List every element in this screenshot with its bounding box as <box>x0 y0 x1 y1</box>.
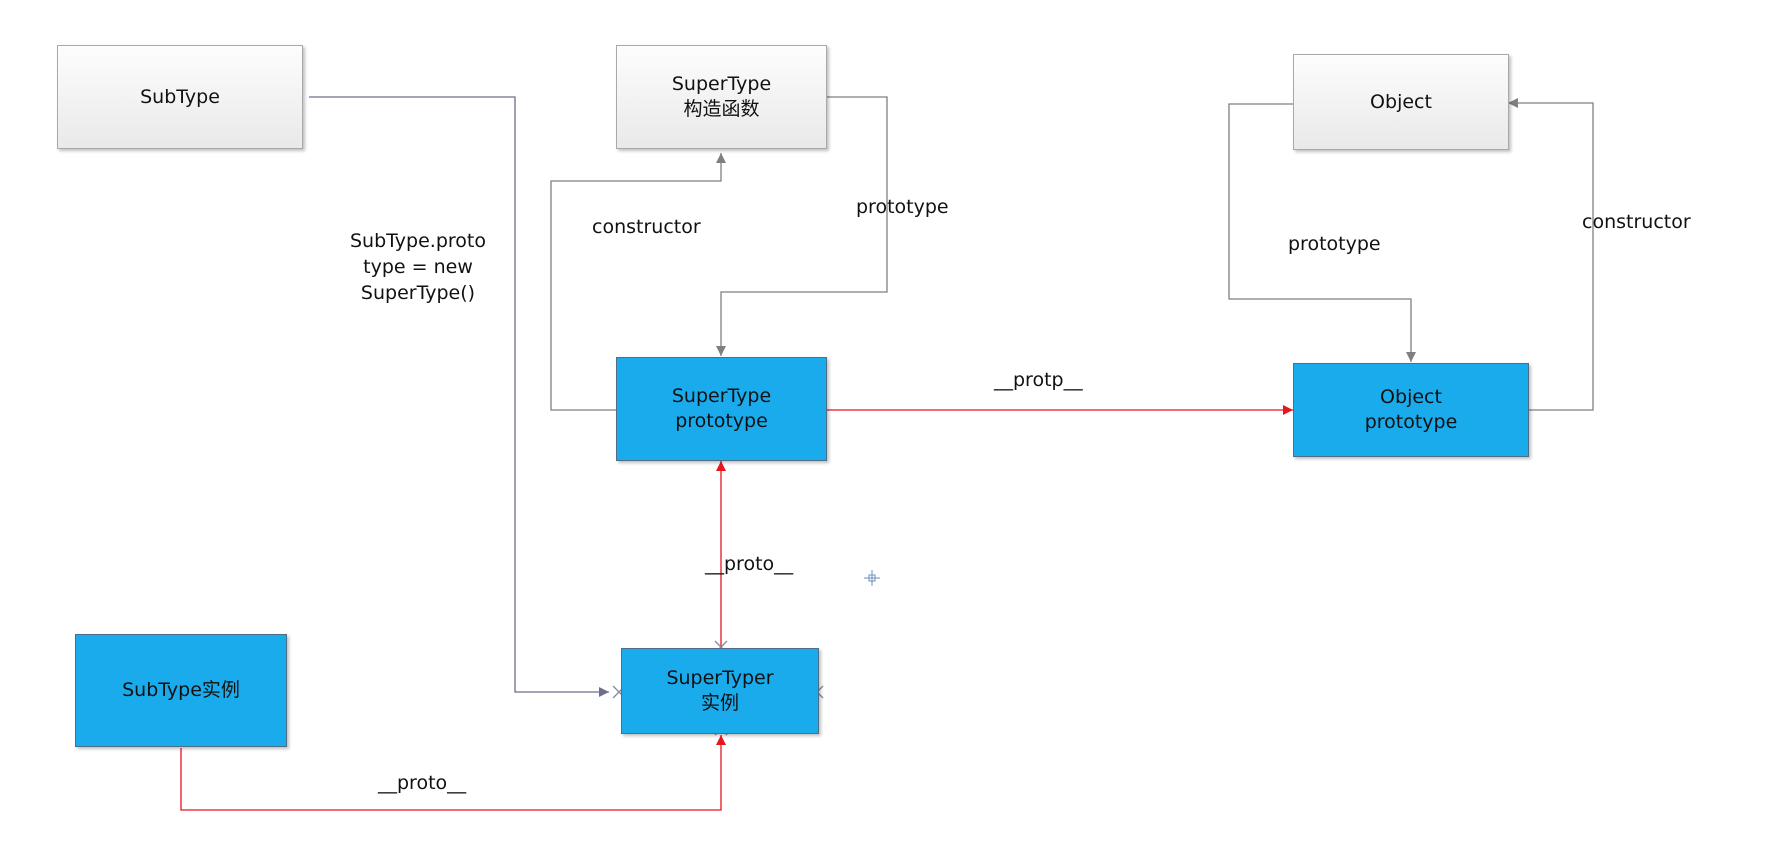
supertyper-instance-line-1: SuperTyper <box>666 667 774 689</box>
crosshair-cursor-icon <box>864 570 880 586</box>
prototype-label-right: prototype <box>1288 233 1381 255</box>
prototype-label-mid: prototype <box>856 196 949 218</box>
supertype-constructor-line-2: 构造函数 <box>683 98 760 120</box>
object-prototype-line-2: prototype <box>1364 411 1458 433</box>
supertype-constructor-line-1: SuperType <box>671 73 772 95</box>
constructor-label-left: constructor <box>592 216 701 238</box>
supertype-constructor-node[interactable]: SuperType 构造函数 <box>616 45 827 149</box>
proto-label-vertical: __proto__ <box>705 553 794 575</box>
assignment-line-2: type = new <box>363 256 473 278</box>
subtype-prototype-assignment-label: SubType.proto type = new SuperType() <box>338 228 498 306</box>
assignment-line-3: SuperType() <box>360 282 476 304</box>
supertype-prototype-node[interactable]: SuperType prototype <box>616 357 827 461</box>
subtype-instance-node[interactable]: SubType实例 <box>75 634 287 747</box>
object-prototype-node[interactable]: Object prototype <box>1293 363 1529 457</box>
supertyper-instance-line-2: 实例 <box>700 692 739 714</box>
protp-label: __protp__ <box>994 369 1083 391</box>
supertype-prototype-line-1: SuperType <box>671 385 772 407</box>
supertyper-instance-node[interactable]: SuperTyper 实例 <box>621 648 819 734</box>
subtype-instance-label: SubType实例 <box>122 679 240 701</box>
object-prototype-line-1: Object <box>1380 386 1442 408</box>
edge-subtype-to-supertyper-instance <box>309 96 609 697</box>
object-constructor-label: Object <box>1370 90 1432 113</box>
subtype-node[interactable]: SubType <box>57 45 303 149</box>
assignment-line-1: SubType.proto <box>350 230 486 252</box>
edge-supertype-ctor-prototype <box>716 96 888 356</box>
constructor-label-right: constructor <box>1582 211 1691 233</box>
subtype-node-label: SubType <box>140 85 220 108</box>
edge-object-ctor-prototype <box>1228 103 1416 362</box>
object-constructor-node[interactable]: Object <box>1293 54 1509 150</box>
edge-subtype-instance-to-supertyper-instance <box>180 735 726 811</box>
proto-label-bottom: __proto__ <box>378 772 467 794</box>
supertype-prototype-line-2: prototype <box>675 410 768 432</box>
edge-supertype-prototype-constructor <box>550 153 726 411</box>
edge-object-prototype-constructor <box>1508 98 1594 411</box>
